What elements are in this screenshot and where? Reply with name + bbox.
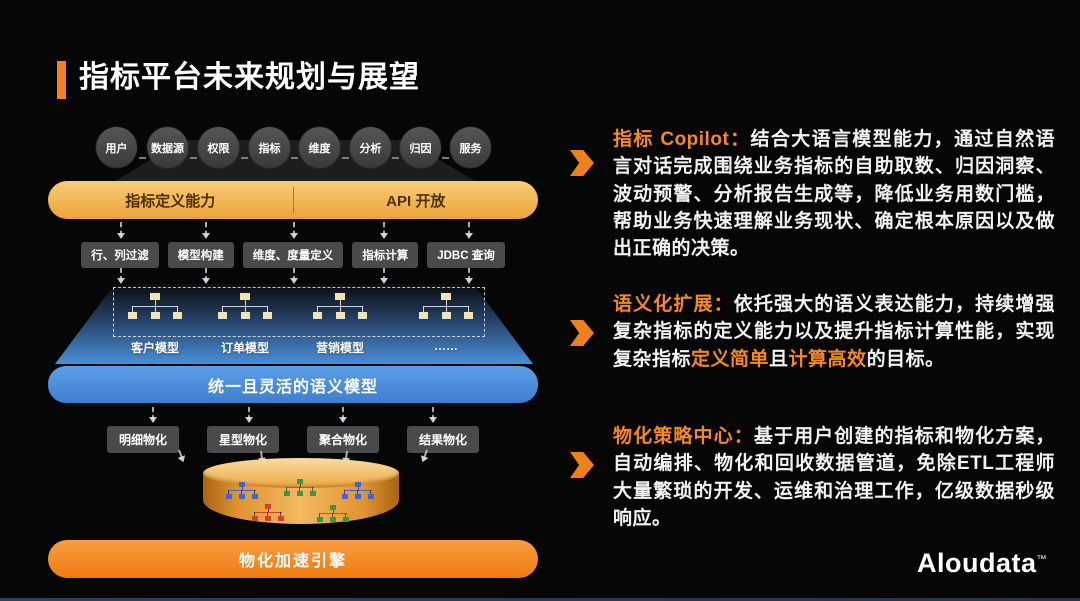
panel-segment: 基于用户创建的指标和物化方案，自动编排、物化和回收数据管道，免除ETL工程师大量… xyxy=(613,426,1055,530)
panel-segment: 且 xyxy=(769,348,789,370)
model-tree-icon xyxy=(312,293,368,321)
model-label: …… xyxy=(434,339,458,353)
down-arrow-icon xyxy=(149,407,157,423)
panel-heading: 物化策略中心： xyxy=(613,426,754,447)
brand-tm: ™ xyxy=(1036,554,1047,565)
materialization-row: 明细物化 星型物化 聚合物化 结果物化 xyxy=(48,426,538,453)
feature-box: 模型构建 xyxy=(167,242,234,268)
capability-divider xyxy=(292,187,294,213)
materialization-box: 结果物化 xyxy=(407,426,480,453)
down-arrow-icon xyxy=(380,222,388,239)
panel-heading: 语义化扩展： xyxy=(613,294,734,315)
panel-segment-highlight: 定义简单 xyxy=(691,348,770,370)
bullet-arrow-icon xyxy=(570,452,594,478)
source-circle: 归因 xyxy=(400,127,441,168)
source-circle: 分析 xyxy=(350,127,391,168)
panel-materialization-center: 物化策略中心：基于用户创建的指标和物化方案，自动编排、物化和回收数据管道，免除E… xyxy=(613,423,1055,532)
title-accent-bar xyxy=(57,61,66,99)
down-arrow-icon xyxy=(290,268,298,284)
semantic-trapezoid xyxy=(55,284,533,364)
model-label: 营销模型 xyxy=(315,341,364,355)
source-circle: 权限 xyxy=(198,127,239,168)
source-circle: 指标 xyxy=(249,127,290,168)
source-circle: 用户 xyxy=(96,127,137,168)
source-circle: 数据源 xyxy=(147,127,188,168)
data-cluster-icon xyxy=(224,482,260,500)
capability-left-label: 指标定义能力 xyxy=(125,192,216,210)
data-cluster-icon xyxy=(250,504,286,522)
materialization-box: 星型物化 xyxy=(206,426,279,453)
bullet-arrow-icon xyxy=(570,150,594,176)
data-cluster-icon xyxy=(340,482,376,500)
model-label: 订单模型 xyxy=(220,341,269,355)
models-dashed-frame xyxy=(113,287,485,337)
feature-box: 行、列过滤 xyxy=(81,242,159,268)
data-cluster-icon xyxy=(282,479,318,497)
down-arrow-icon xyxy=(339,407,347,423)
feature-box: 指标计算 xyxy=(352,242,419,268)
model-tree-icon xyxy=(418,293,474,321)
source-circle: 服务 xyxy=(450,127,491,168)
bullet-arrow-icon xyxy=(570,320,594,346)
down-arrow-icon xyxy=(202,268,210,284)
engine-bar: 物化加速引擎 xyxy=(48,540,538,578)
feature-box: 维度、度量定义 xyxy=(242,242,344,268)
circle-connector xyxy=(442,157,449,159)
down-arrow-icon xyxy=(117,268,125,284)
panel-copilot: 指标 Copilot：结合大语言模型能力，通过自然语言对话完成围绕业务指标的自助… xyxy=(613,126,1055,263)
panel-segment: 依托强大的语义表达能力，持续增强复杂指标的定义能力以及提升指标计算性能，实现复杂… xyxy=(613,294,1055,370)
down-arrow-icon xyxy=(202,222,210,239)
down-arrow-icon xyxy=(245,407,253,423)
down-arrow-icon xyxy=(290,222,298,239)
model-tree-icon xyxy=(217,293,273,321)
title-block: 指标平台未来规划与展望 xyxy=(57,58,420,99)
down-arrow-icon xyxy=(465,268,473,284)
brand-logo: Aloudata™ xyxy=(917,548,1047,579)
circle-connector xyxy=(291,157,298,159)
capability-right-label: API 开放 xyxy=(386,192,446,210)
source-circle: 维度 xyxy=(299,127,340,168)
circle-connector xyxy=(392,157,399,159)
panel-semantic-extension: 语义化扩展：依托强大的语义表达能力，持续增强复杂指标的定义能力以及提升指标计算性… xyxy=(613,291,1055,373)
model-tree-icon xyxy=(127,293,183,321)
semantic-model-bar: 统一且灵活的语义模型 xyxy=(48,366,538,403)
panel-segment: 结合大语言模型能力，通过自然语言对话完成围绕业务指标的自助取数、归因洞察、波动预… xyxy=(613,129,1055,260)
feature-box: JDBC 查询 xyxy=(427,242,505,268)
materialization-box: 聚合物化 xyxy=(307,426,380,453)
panel-segment-highlight: 计算高效 xyxy=(788,348,867,370)
circle-connector xyxy=(139,157,146,159)
model-label: 客户模型 xyxy=(130,341,179,355)
down-arrow-icon xyxy=(380,268,388,284)
down-arrow-icon xyxy=(465,222,473,239)
brand-name: Aloudata xyxy=(916,548,1037,578)
panel-heading: 指标 Copilot： xyxy=(613,129,751,150)
materialization-box: 明细物化 xyxy=(106,426,179,453)
circle-connector xyxy=(342,157,349,159)
down-arrow-icon xyxy=(117,222,125,239)
circle-connector xyxy=(190,157,197,159)
data-cluster-icon xyxy=(315,505,351,523)
panel-segment: 的目标。 xyxy=(866,348,945,370)
down-arrow-icon xyxy=(429,407,437,423)
feature-row: 行、列过滤 模型构建 维度、度量定义 指标计算 JDBC 查询 xyxy=(48,242,538,268)
page-title: 指标平台未来规划与展望 xyxy=(79,61,420,94)
capability-bar: 指标定义能力 API 开放 xyxy=(48,181,538,219)
bottom-line xyxy=(0,598,1080,601)
circle-connector xyxy=(241,157,248,159)
